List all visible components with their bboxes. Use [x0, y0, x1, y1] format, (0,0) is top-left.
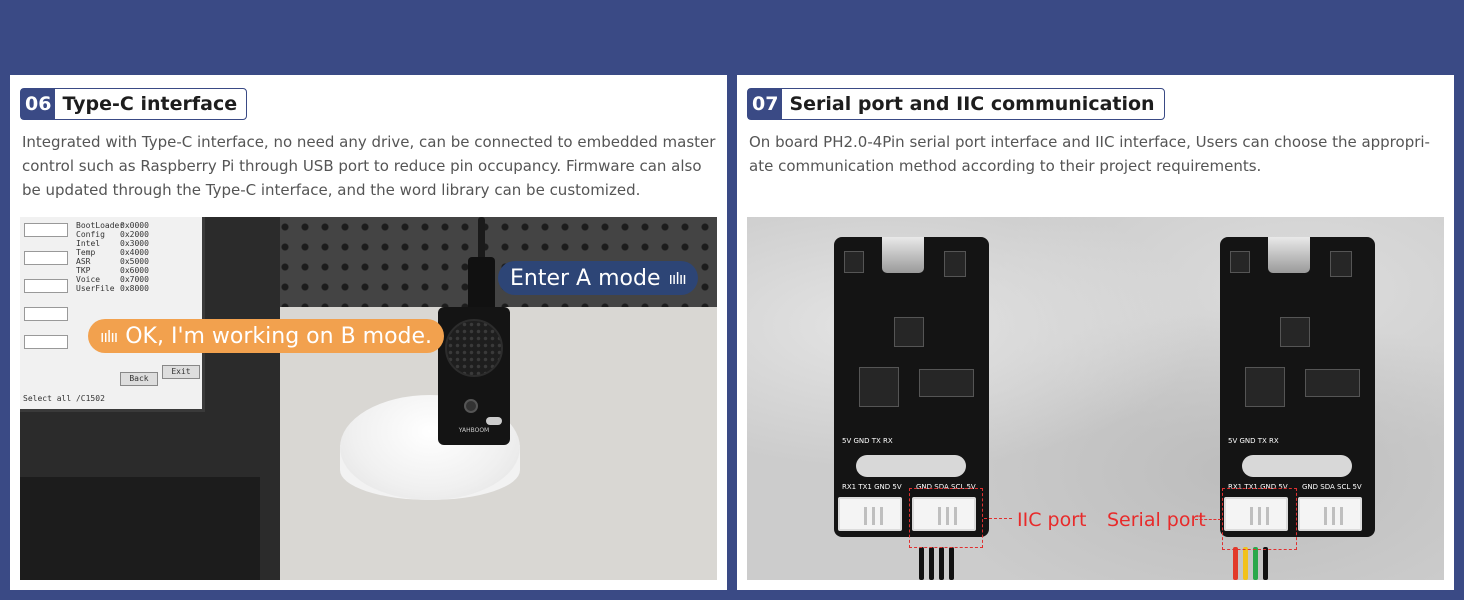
screen-value: 0x4000 [120, 248, 149, 257]
chip [1280, 317, 1310, 347]
usb-port-icon [1268, 237, 1310, 273]
board-iic: 5V GND TX RX RX1 TX1 GND 5V GND SDA SCL … [834, 237, 989, 537]
iic-connector [912, 497, 976, 531]
wire-yellow [1243, 547, 1248, 580]
screen-field [24, 307, 68, 321]
conn-label-right: GND SDA SCL 5V [1302, 483, 1362, 491]
serial-port-label: Serial port [1107, 509, 1206, 531]
screen-value-list: 0x0000 0x2000 0x3000 0x4000 0x5000 0x600… [120, 221, 149, 293]
screen-item: UserFile [76, 284, 115, 293]
board-serial: 5V GND TX RX RX1 TX1 GND 5V GND SDA SCL … [1220, 237, 1375, 537]
chip [844, 251, 864, 273]
screen-value: 0x3000 [120, 239, 149, 248]
section-type-c: 06 Type-C interface Integrated with Type… [10, 75, 727, 590]
section-description: Integrated with Type-C interface, no nee… [22, 133, 716, 199]
iic-connector [1298, 497, 1362, 531]
laptop-screen: BootLoader Config Intel Temp ASR TKP Voi… [20, 217, 205, 412]
chip [1305, 369, 1360, 397]
screen-footer: Select all /C1502 [23, 394, 105, 403]
bubble-ok-text: OK, I'm working on B mode. [125, 323, 433, 349]
conn-label-right: GND SDA SCL 5V [916, 483, 976, 491]
board-pin-labels: 5V GND TX RX [1228, 437, 1279, 445]
board-pin-labels: 5V GND TX RX [842, 437, 893, 445]
screen-field [24, 335, 68, 349]
screen-item: Temp [76, 248, 96, 257]
section-heading: 07 Serial port and IIC communication [747, 88, 1165, 120]
wire-green [1253, 547, 1258, 580]
iic-leader-line [984, 518, 1012, 519]
chip [894, 317, 924, 347]
screen-item: BootLoader [76, 221, 125, 230]
serial-highlight-box [1222, 488, 1297, 550]
type-c-plug [468, 257, 495, 312]
screen-value: 0x6000 [120, 266, 149, 275]
mount-slot [856, 455, 966, 477]
serial-leader-line [1195, 519, 1221, 520]
chip [1245, 367, 1285, 407]
voice-module: YAHBOOM [438, 307, 510, 445]
microphone-icon [464, 399, 478, 413]
screen-item-list: BootLoader Config Intel Temp ASR TKP Voi… [76, 221, 124, 293]
screen-field [24, 223, 68, 237]
screen-item: Voice [76, 275, 101, 284]
speaker-icon [445, 319, 503, 377]
module-brand: YAHBOOM [458, 427, 490, 434]
screen-value: 0x7000 [120, 275, 149, 284]
screen-field [24, 279, 68, 293]
type-c-photo: BootLoader Config Intel Temp ASR TKP Voi… [20, 217, 717, 580]
screen-item: Config [76, 230, 105, 239]
wire-black [1263, 547, 1268, 580]
bubble-enter-text: Enter A mode [510, 265, 661, 291]
iic-port-label: IIC port [1017, 509, 1087, 531]
usb-port-icon [882, 237, 924, 273]
button-icon [486, 417, 502, 425]
serial-connector [1224, 497, 1288, 531]
serial-iic-photo: 5V GND TX RX RX1 TX1 GND 5V GND SDA SCL … [747, 217, 1444, 580]
sound-wave-icon: ıılıı [100, 326, 118, 346]
serial-connector [838, 497, 902, 531]
conn-label-left: RX1 TX1 GND 5V [1228, 483, 1288, 491]
screen-value: 0x8000 [120, 284, 149, 293]
screen-value: 0x5000 [120, 257, 149, 266]
section-number: 06 [21, 89, 56, 119]
screen-back-button: Back [120, 372, 158, 386]
screen-exit-button: Exit [162, 365, 200, 379]
screen-value: 0x0000 [120, 221, 149, 230]
chip [1330, 251, 1352, 277]
speech-bubble-enter: Enter A mode ıılıı [498, 261, 698, 295]
wire [949, 547, 954, 580]
wire [929, 547, 934, 580]
sound-wave-icon: ıılıı [668, 268, 686, 288]
section-heading: 06 Type-C interface [20, 88, 248, 120]
wire [939, 547, 944, 580]
conn-label-left: RX1 TX1 GND 5V [842, 483, 902, 491]
mount-slot [1242, 455, 1352, 477]
chip [919, 369, 974, 397]
iic-highlight-box [909, 488, 983, 548]
wire [919, 547, 924, 580]
screen-item: TKP [76, 266, 91, 275]
wire-red [1233, 547, 1238, 580]
speech-bubble-ok: ıılıı OK, I'm working on B mode. [88, 319, 445, 353]
section-description: On board PH2.0-4Pin serial port interfac… [749, 133, 1430, 175]
chip [1230, 251, 1250, 273]
section-title: Type-C interface [62, 93, 238, 115]
section-title: Serial port and IIC communication [789, 93, 1155, 115]
chip [859, 367, 899, 407]
section-number: 07 [748, 89, 783, 119]
usb-cable [478, 217, 485, 292]
chip [944, 251, 966, 277]
screen-value: 0x2000 [120, 230, 149, 239]
section-serial-iic: 07 Serial port and IIC communication On … [737, 75, 1454, 590]
screen-field [24, 251, 68, 265]
laptop-keyboard [20, 477, 260, 580]
screen-item: Intel [76, 239, 101, 248]
screen-item: ASR [76, 257, 91, 266]
